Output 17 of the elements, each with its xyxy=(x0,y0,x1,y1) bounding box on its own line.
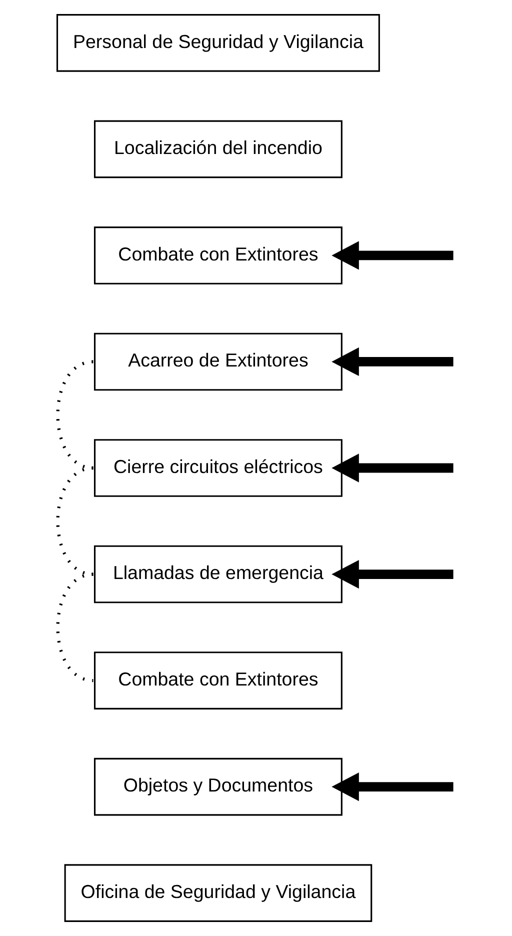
arrow xyxy=(332,560,454,589)
connector xyxy=(56,466,94,576)
node-box: Llamadas de emergencia xyxy=(94,545,342,604)
arrow xyxy=(332,347,454,376)
node-box: Combate con Extintores xyxy=(94,652,342,710)
arrow xyxy=(332,241,454,270)
node-box: Oficina de Seguridad y Vigilancia xyxy=(64,864,372,922)
node-box: Objetos y Documentos xyxy=(94,758,342,816)
node-box: Localización del incendio xyxy=(94,120,342,178)
node-box: Acarreo de Extintores xyxy=(94,332,342,391)
node-box: Personal de Seguridad y Vigilancia xyxy=(56,14,380,72)
connector xyxy=(56,360,94,470)
connector xyxy=(56,572,94,682)
arrow xyxy=(332,454,454,482)
arrow xyxy=(332,772,454,802)
node-box: Combate con Extintores xyxy=(94,226,342,284)
node-box: Cierre circuitos eléctricos xyxy=(94,439,342,497)
